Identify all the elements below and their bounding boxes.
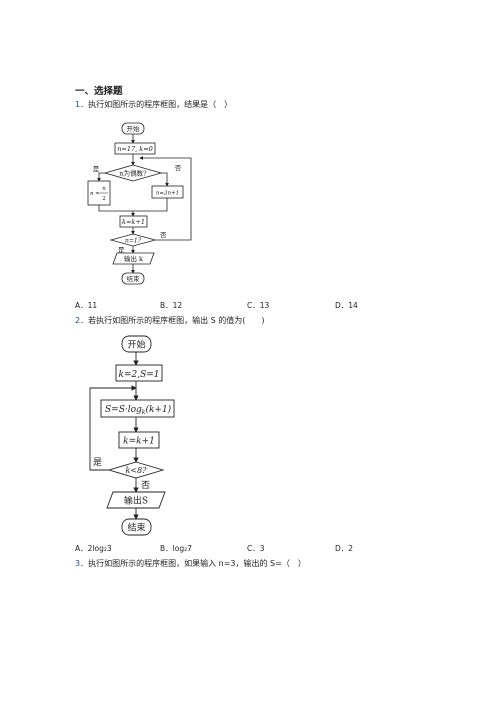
fc1-start-label: 开始 xyxy=(127,124,141,133)
fc1-halve-den: 2 xyxy=(102,196,106,202)
fc1-yes-label: 是 xyxy=(93,165,100,173)
fc1-cond2-label: n=1? xyxy=(125,238,142,245)
question-number: 2． xyxy=(75,316,89,325)
fc1-no2-label: 否 xyxy=(160,231,167,239)
q2-option-b[interactable]: B．log₂7 xyxy=(160,544,192,553)
question-text: 若执行如图所示的程序框图，输出 S 的值为( ) xyxy=(88,316,265,325)
q1-option-d[interactable]: D．14 xyxy=(335,301,358,310)
fc1-init-label: n=17, k=0 xyxy=(117,145,153,153)
fc1-end-box xyxy=(121,272,145,285)
fc2-init-label: k=2,S=1 xyxy=(118,370,159,380)
question-1: 1．执行如图所示的程序框图，结果是（ ） xyxy=(75,99,232,110)
fc2-end-box xyxy=(121,518,152,536)
fc2-output-box xyxy=(106,491,166,509)
question-2: 2．若执行如图所示的程序框图，输出 S 的值为( ) xyxy=(75,315,265,326)
fc2-start-label: 开始 xyxy=(127,339,145,351)
fc2-no-label: 否 xyxy=(141,480,150,491)
fc1-end-label: 结束 xyxy=(127,274,141,283)
q1-option-a[interactable]: A．11 xyxy=(75,301,98,310)
q2-option-c[interactable]: C．3 xyxy=(247,544,265,553)
fc1-cond1-diamond xyxy=(103,164,163,182)
question-text: 执行如图所示的程序框图，结果是（ ） xyxy=(88,100,233,109)
fc2-start-box xyxy=(121,335,152,353)
fc1-inc-box xyxy=(119,215,148,228)
fc2-inc-label: k=k+1 xyxy=(123,437,155,447)
fc1-no-label: 否 xyxy=(175,164,182,172)
fc1-init-box xyxy=(114,142,156,155)
fc1-triple-box xyxy=(151,185,184,199)
q1-option-c[interactable]: C．13 xyxy=(247,301,270,310)
fc1-halve-num: n xyxy=(102,186,106,192)
q2-option-a[interactable]: A．2log₂3 xyxy=(75,544,112,553)
flowchart-1: 开始 n=17, k=0 n为偶数? 是 否 n = n 2 n=3n+1 k=… xyxy=(87,122,192,285)
section-title: 一、选择题 xyxy=(75,86,123,97)
question-3: 3．执行如图所示的程序框图，如果输入 n=3，输出的 S=（ ） xyxy=(75,558,306,569)
flowchart-2: 开始 k=2,S=1 S=S·logk(k+1) k=k+1 k<8? 是 否 … xyxy=(89,335,175,536)
fc2-output-label: 输出S xyxy=(124,495,148,507)
fc2-inc-box xyxy=(118,431,160,449)
fc2-update-box xyxy=(100,399,175,418)
fc1-output-label: 输出 k xyxy=(124,254,143,263)
fc1-triple-label: n=3n+1 xyxy=(156,191,179,197)
question-number: 3． xyxy=(75,559,89,568)
fc1-yes2-label: 是 xyxy=(118,246,125,254)
fc2-cond-label: k<8? xyxy=(126,466,148,475)
fc1-inc-label: k=k+1 xyxy=(122,218,145,226)
question-number: 1． xyxy=(75,100,89,109)
fc1-cond1-label: n为偶数? xyxy=(119,169,147,178)
q1-option-b[interactable]: B．12 xyxy=(160,301,183,310)
question-text: 执行如图所示的程序框图，如果输入 n=3，输出的 S=（ ） xyxy=(88,559,306,568)
fc2-yes-label: 是 xyxy=(93,457,102,468)
fc2-end-label: 结束 xyxy=(127,522,145,534)
fc2-update-label: S=S·logk(k+1) xyxy=(105,404,172,416)
fc1-halve-left: n = xyxy=(90,191,100,197)
q2-option-d[interactable]: D．2 xyxy=(335,544,354,553)
fc2-init-box xyxy=(115,364,163,382)
fc1-output-box xyxy=(112,252,155,265)
